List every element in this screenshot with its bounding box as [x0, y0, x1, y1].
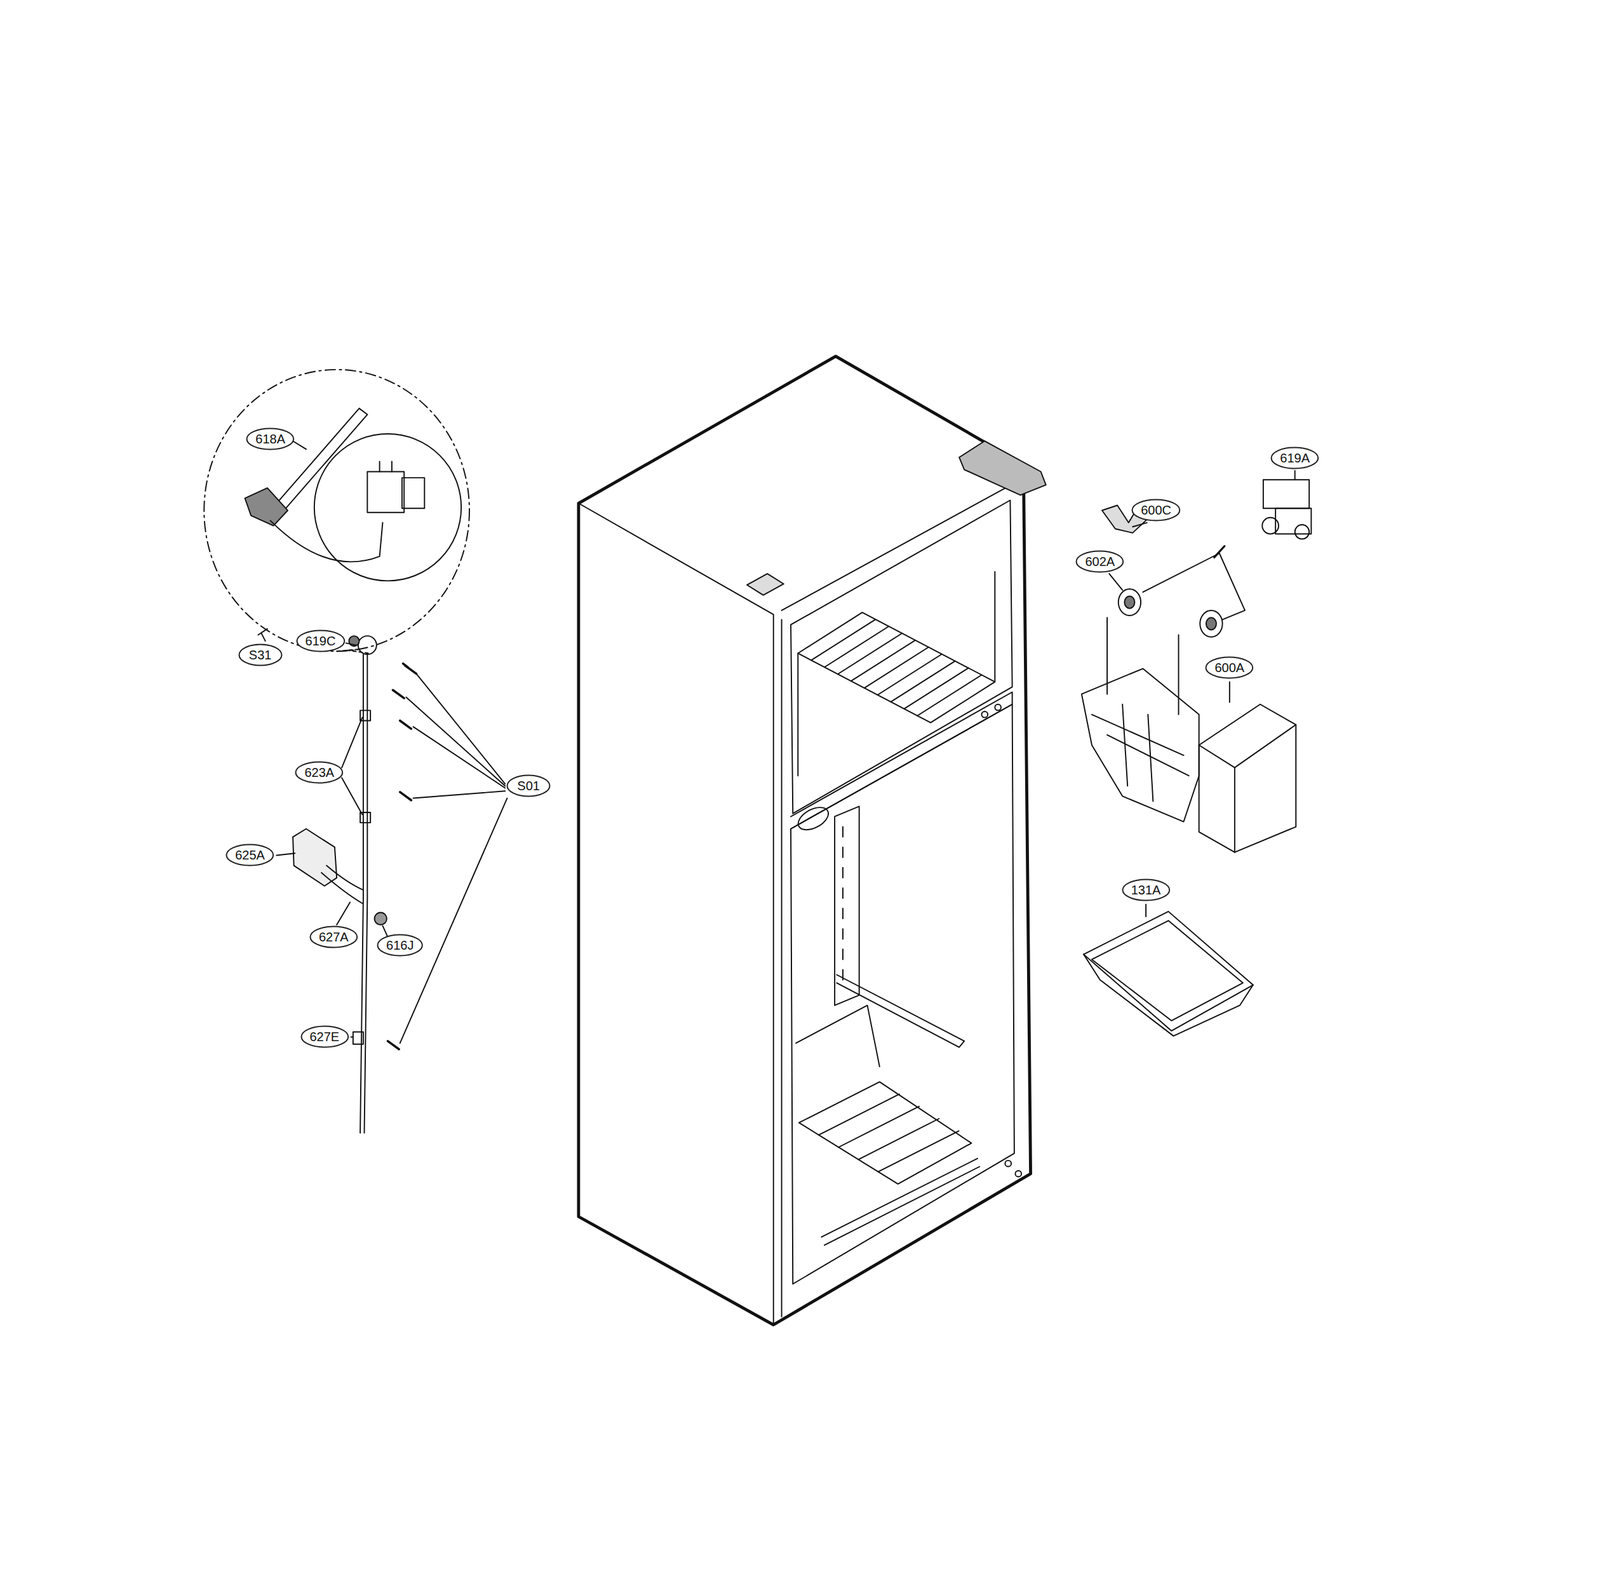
callout-oval: 600A — [1204, 656, 1254, 679]
oval-outline — [1076, 550, 1124, 572]
callout-oval: 619A — [1270, 446, 1320, 470]
oval-outline — [301, 1026, 349, 1048]
callout-oval: 131A — [1121, 878, 1171, 902]
oval-outline — [1132, 499, 1181, 521]
callout-oval: 625A — [225, 843, 275, 867]
oval-outline — [309, 926, 357, 948]
callout-oval: 627A — [309, 925, 359, 949]
callout-number: 623A — [304, 765, 335, 780]
callout-number: 619A — [1279, 450, 1310, 465]
oval-outline — [507, 775, 551, 797]
callout-oval: 627E — [300, 1025, 350, 1049]
callout-oval: S01 — [506, 774, 551, 798]
oval-outline — [1206, 656, 1254, 678]
callout-number: 619C — [305, 633, 337, 648]
callout-number: 627A — [318, 929, 349, 944]
callout-oval: 618A — [245, 427, 295, 451]
oval-outline — [296, 630, 345, 652]
detail-bubble — [203, 369, 470, 654]
callout-oval: 616J — [376, 933, 424, 957]
oval-outline — [226, 844, 274, 866]
refrigerator-cabinet — [578, 356, 1047, 1325]
water-tube-assembly — [257, 440, 507, 1133]
callout-number: S31 — [248, 647, 272, 662]
callout-number: 131A — [1131, 882, 1162, 897]
oval-outline — [377, 934, 423, 956]
callout-number: 600A — [1214, 660, 1245, 675]
callout-number: S01 — [517, 778, 540, 793]
oval-outline — [247, 428, 295, 450]
callout-oval: 602A — [1075, 550, 1125, 573]
callout-oval: 623A — [294, 760, 344, 784]
oval-outline — [1271, 447, 1319, 469]
oval-outline — [1122, 879, 1170, 901]
callout-number: 616J — [386, 938, 414, 953]
callout-number: 618A — [255, 431, 286, 446]
callout-number: 625A — [235, 847, 265, 862]
oval-outline — [295, 762, 343, 784]
callout-oval: 600C — [1131, 498, 1181, 522]
callout-number: 600C — [1140, 503, 1172, 518]
callout-number: 602A — [1084, 554, 1115, 569]
callout-number: 627E — [309, 1029, 340, 1044]
oval-outline — [238, 644, 282, 666]
callout-oval: 619C — [295, 629, 346, 653]
callout-oval: S31 — [238, 643, 283, 667]
